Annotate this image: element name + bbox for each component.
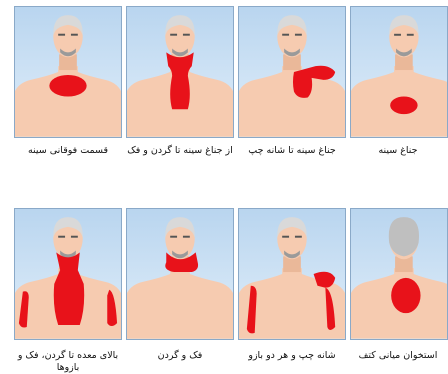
caption-jaw-and-neck: فک و گردن — [122, 350, 238, 362]
panel-left-shoulder-and-both-arms — [238, 208, 346, 340]
figure-left-shoulder-and-both-arms — [239, 209, 345, 339]
caption-epigastric-to-neck-jaw-arms: بالای معده تا گردن، فک و بازوها — [10, 350, 126, 374]
panel-jaw-and-neck — [126, 208, 234, 340]
panel-between-shoulder-blades — [350, 208, 448, 340]
panel-epigastric-to-neck-jaw-arms — [14, 208, 122, 340]
figure-back-view — [351, 209, 447, 339]
figure-upper-chest — [15, 7, 121, 137]
figure-jaw-and-neck — [127, 209, 233, 339]
figure-sternum — [351, 7, 447, 137]
caption-upper-chest: قسمت فوقانی سینه — [10, 145, 126, 157]
pain-region — [54, 252, 84, 325]
caption-sternum: جناغ سینه — [340, 145, 448, 157]
figure-chest-to-neck-jaw — [127, 7, 233, 137]
panel-chest-to-neck-jaw — [126, 6, 234, 138]
panel-chest-to-left-shoulder — [238, 6, 346, 138]
panel-sternum — [350, 6, 448, 138]
figure-chest-to-left-shoulder — [239, 7, 345, 137]
pain-region — [390, 96, 417, 114]
caption-chest-to-neck-jaw: از جناغ سینه تا گردن و فک — [122, 145, 238, 157]
caption-left-shoulder-and-both-arms: شانه چپ و هر دو بازو — [234, 350, 350, 362]
panel-upper-chest — [14, 6, 122, 138]
pain-region — [49, 75, 86, 97]
pain-region — [391, 278, 420, 313]
caption-between-shoulder-blades: استخوان میانی کتف — [340, 350, 448, 362]
figure-epigastric-to-neck-jaw-arms — [15, 209, 121, 339]
caption-chest-to-left-shoulder: جناغ سینه تا شانه چپ — [234, 145, 350, 157]
